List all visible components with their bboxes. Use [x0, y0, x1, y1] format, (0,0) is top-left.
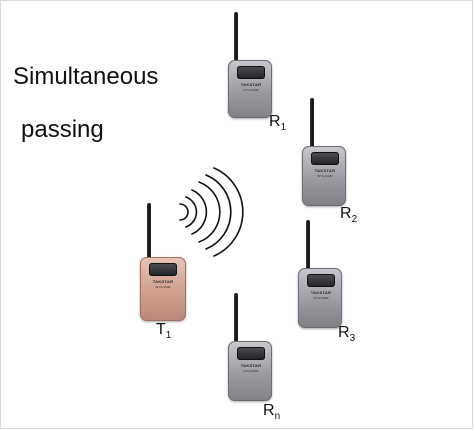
device-body: TAKSTAR WTG-500R: [302, 146, 346, 206]
device-letter: R: [340, 205, 352, 222]
device-letter: T: [156, 321, 166, 338]
model-label: WTG-500R: [317, 174, 333, 178]
receiver-device-r2: TAKSTAR WTG-500R: [302, 98, 348, 206]
device-subscript: 1: [165, 330, 172, 341]
receiver-device-r1: TAKSTAR WTG-500R: [228, 12, 274, 118]
transmitter-device-t1: TAKSTAR WTG-500R: [140, 203, 186, 321]
device-letter: R: [338, 324, 350, 341]
device-letter: R: [263, 402, 275, 419]
antenna: [306, 220, 310, 274]
model-label: WTG-500R: [243, 369, 259, 373]
receiver-label-r2: R2: [340, 205, 357, 225]
model-label: WTG-500R: [155, 285, 171, 289]
model-label: WTG-500R: [243, 88, 259, 92]
device-screen: [307, 274, 335, 287]
device-screen: [311, 152, 339, 165]
wave-arc-5: [205, 174, 232, 250]
brand-label: TAKSTAR: [152, 279, 174, 284]
antenna: [147, 203, 151, 261]
wave-arc-4: [198, 181, 221, 243]
device-subscript: 3: [349, 333, 356, 344]
receiver-device-rn: TAKSTAR WTG-500R: [228, 293, 274, 401]
wave-arc-6: [213, 167, 244, 257]
device-screen: [237, 66, 265, 79]
receiver-label-rn: Rn: [263, 402, 280, 422]
wave-arc-1: [179, 203, 189, 221]
transmitter-label-t1: T1: [156, 321, 171, 341]
brand-label: TAKSTAR: [314, 168, 336, 173]
antenna: [234, 12, 238, 67]
device-screen: [237, 347, 265, 360]
heading-line-1: Simultaneous: [13, 63, 159, 90]
device-subscript: 1: [280, 122, 287, 133]
brand-label: TAKSTAR: [240, 82, 262, 87]
brand-label: TAKSTAR: [310, 290, 332, 295]
antenna: [310, 98, 314, 153]
device-subscript: 2: [351, 214, 358, 225]
device-body: TAKSTAR WTG-500R: [298, 268, 342, 328]
device-subscript: n: [274, 411, 281, 422]
antenna: [234, 293, 238, 348]
device-letter: R: [269, 113, 281, 130]
wave-arc-3: [191, 189, 208, 235]
receiver-label-r1: R1: [269, 113, 286, 133]
device-screen: [149, 263, 177, 276]
device-body: TAKSTAR WTG-500R: [140, 257, 186, 321]
radio-wave-arcs-icon: [179, 167, 244, 257]
receiver-device-r3: TAKSTAR WTG-500R: [298, 220, 344, 328]
heading-line-2: passing: [21, 116, 104, 143]
receiver-label-r3: R3: [338, 324, 355, 344]
wave-arc-2: [185, 196, 198, 228]
model-label: WTG-500R: [313, 296, 329, 300]
device-body: TAKSTAR WTG-500R: [228, 60, 272, 118]
brand-label: TAKSTAR: [240, 363, 262, 368]
device-body: TAKSTAR WTG-500R: [228, 341, 272, 401]
